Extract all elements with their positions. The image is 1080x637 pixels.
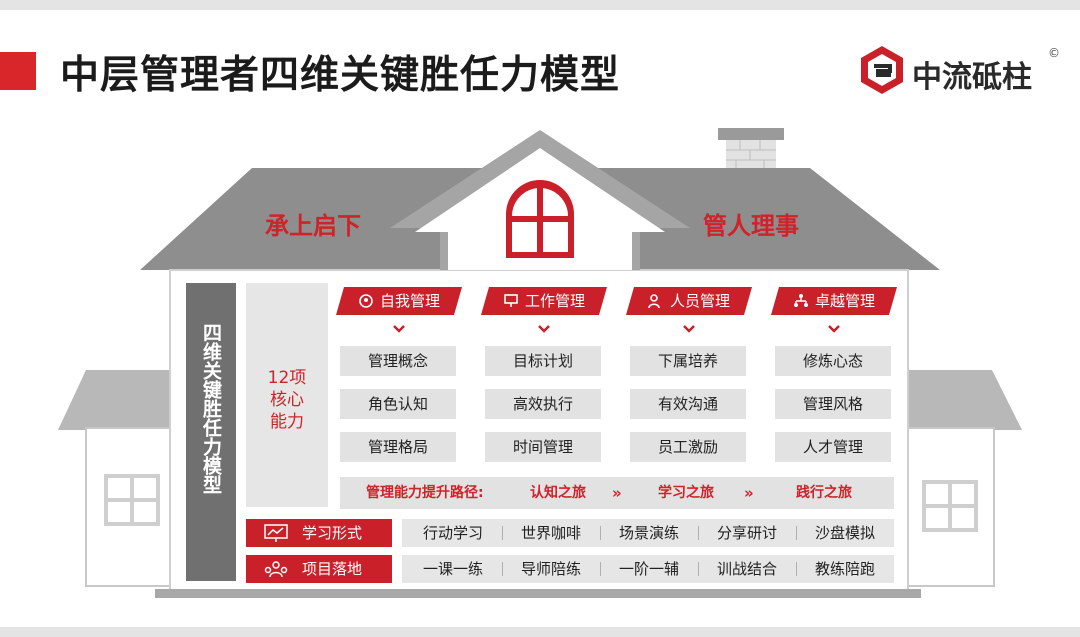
ability-cell: 管理概念 [340, 346, 456, 376]
core-abilities-label: 12项 核心 能力 [246, 367, 328, 433]
chevron-down-icon [828, 325, 840, 333]
column-title: 卓越管理 [814, 292, 875, 310]
people-icon [648, 293, 664, 309]
landing-item: 导师陪练 [520, 560, 581, 578]
ability-cell: 下属培养 [630, 346, 746, 376]
column-title: 工作管理 [524, 292, 585, 310]
right-wing-roof [908, 370, 1022, 430]
bottom-strip [0, 627, 1080, 637]
column-header-self-management: 自我管理 [336, 287, 462, 315]
core-abilities-box: 12项 核心 能力 [246, 283, 328, 507]
column-title: 人员管理 [669, 292, 730, 310]
ability-cell: 人才管理 [775, 432, 891, 462]
landing-item: 一课一练 [422, 560, 483, 578]
divider [600, 562, 601, 576]
ability-cell: 管理风格 [775, 389, 891, 419]
side-label: 四维关键胜任力模型 [200, 323, 222, 494]
divider [796, 526, 797, 540]
project-landing-label: 项目落地 [246, 555, 392, 583]
brand-logo: 中流砥柱 © [858, 44, 1068, 98]
learning-form-item: 分享研讨 [716, 524, 777, 542]
landing-item: 教练陪跑 [814, 560, 875, 578]
presentation-chart-icon [264, 524, 288, 542]
divider [600, 526, 601, 540]
column-header-people-management: 人员管理 [626, 287, 752, 315]
ability-cell: 角色认知 [340, 389, 456, 419]
core-line-3: 能力 [270, 412, 304, 432]
title-accent-bar [0, 52, 36, 90]
logo-mark-icon [861, 46, 903, 94]
ability-cell: 有效沟通 [630, 389, 746, 419]
double-chevron-right-icon: » [612, 484, 622, 502]
learning-form-item: 行动学习 [422, 524, 483, 542]
chevron-down-icon [393, 325, 405, 333]
right-window-icon [922, 480, 978, 532]
house-base [155, 589, 921, 598]
logo-text: 中流砥柱 [912, 60, 1032, 95]
landing-item: 一阶一辅 [618, 560, 679, 578]
divider [698, 526, 699, 540]
people-group-icon [264, 561, 288, 578]
path-step: 学习之旅 [658, 485, 714, 501]
ability-cell: 修炼心态 [775, 346, 891, 376]
learning-forms-label: 学习形式 [246, 519, 392, 547]
ability-cell: 管理格局 [340, 432, 456, 462]
divider [698, 562, 699, 576]
divider [502, 562, 503, 576]
project-landing-row: 一课一练 导师陪练 一阶一辅 训战结合 教练陪跑 [402, 555, 894, 583]
ability-cell: 员工激励 [630, 432, 746, 462]
copyright-mark: © [1048, 46, 1060, 60]
ability-cell: 时间管理 [485, 432, 601, 462]
person-gear-icon [358, 293, 374, 309]
chevron-down-icon [683, 325, 695, 333]
path-step: 践行之旅 [796, 485, 852, 501]
learning-forms-row: 行动学习 世界咖啡 场景演练 分享研讨 沙盘模拟 [402, 519, 894, 547]
page-title: 中层管理者四维关键胜任力模型 [60, 53, 621, 98]
ability-cell: 高效执行 [485, 389, 601, 419]
landing-item: 训战结合 [716, 560, 777, 578]
chevron-down-icon [538, 325, 550, 333]
learning-form-item: 世界咖啡 [520, 524, 581, 542]
learning-form-item: 场景演练 [618, 524, 679, 542]
double-chevron-right-icon: » [744, 484, 754, 502]
org-chart-icon [793, 293, 809, 309]
roof-right-text: 管人理事 [703, 212, 799, 240]
path-step: 认知之旅 [530, 485, 586, 501]
learning-forms-text: 学习形式 [302, 524, 363, 542]
project-landing-text: 项目落地 [302, 560, 363, 578]
left-window-icon [104, 474, 160, 526]
learning-form-item: 沙盘模拟 [814, 524, 875, 542]
ability-cell: 目标计划 [485, 346, 601, 376]
path-label: 管理能力提升路径: [366, 485, 484, 501]
gable-window-icon [506, 180, 574, 258]
top-strip [0, 0, 1080, 10]
core-line-1: 12项 [267, 368, 307, 388]
improvement-path-bar: 管理能力提升路径: 认知之旅 » 学习之旅 » 践行之旅 [340, 477, 894, 509]
left-wing-roof [58, 370, 170, 430]
divider [502, 526, 503, 540]
side-label-box: 四维关键胜任力模型 [186, 283, 236, 581]
core-line-2: 核心 [270, 390, 304, 410]
presentation-board-icon [503, 293, 519, 309]
column-title: 自我管理 [379, 292, 440, 310]
divider [796, 562, 797, 576]
column-header-excellence-management: 卓越管理 [771, 287, 897, 315]
column-header-work-management: 工作管理 [481, 287, 607, 315]
roof-left-text: 承上启下 [265, 212, 361, 240]
